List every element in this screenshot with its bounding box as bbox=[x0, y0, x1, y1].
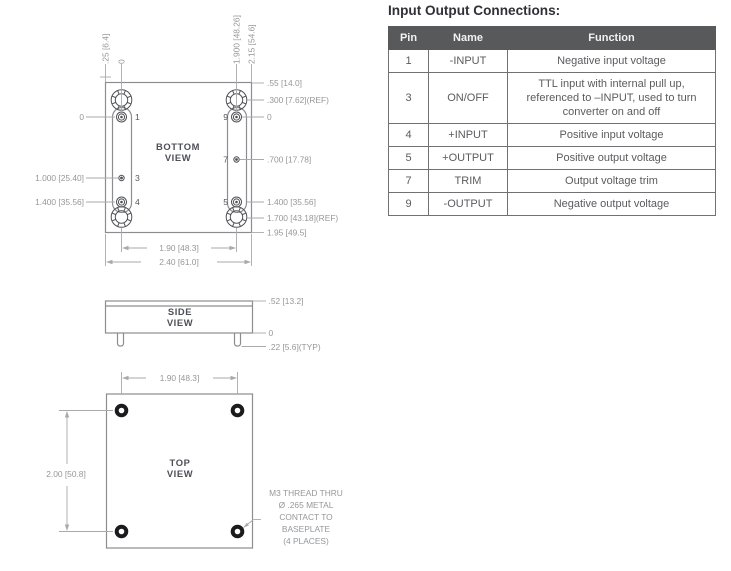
table-row: 9 -OUTPUT Negative output voltage bbox=[388, 191, 716, 216]
pin-number: 4 bbox=[135, 197, 140, 207]
table-row: 5 +OUTPUT Positive output voltage bbox=[388, 145, 716, 170]
pin-cell: 1 bbox=[388, 49, 429, 73]
table-row: 3 ON/OFF TTL input with internal pull up… bbox=[388, 72, 716, 124]
table-header-row: Pin Name Function bbox=[388, 26, 716, 50]
column-header-function: Function bbox=[507, 26, 716, 50]
function-cell: Negative input voltage bbox=[507, 49, 716, 73]
pin-cell: 5 bbox=[388, 145, 429, 170]
column-header-name: Name bbox=[428, 26, 508, 50]
callout-text: Ø .265 METAL bbox=[279, 500, 334, 510]
dim-label: .55 [14.0] bbox=[267, 78, 302, 88]
function-cell: Negative output voltage bbox=[507, 191, 716, 216]
pin-5-icon bbox=[231, 196, 242, 208]
name-cell: +OUTPUT bbox=[428, 145, 508, 170]
baseplate-hole-icon bbox=[114, 524, 129, 539]
dim-label: 1.95 [49.5] bbox=[267, 228, 307, 238]
pin-cell: 7 bbox=[388, 168, 429, 193]
bottom-view-title: BOTTOM bbox=[156, 141, 200, 152]
pin-number: 7 bbox=[223, 155, 228, 165]
dim-label: 0 bbox=[117, 59, 127, 64]
dim-label: 2.15 [54.6] bbox=[247, 24, 257, 64]
dim-label: 1.900 [48.26] bbox=[232, 15, 242, 64]
pin-number: 3 bbox=[135, 173, 140, 183]
pin-cell: 3 bbox=[388, 72, 429, 124]
dim-label: 1.90 [48.3] bbox=[159, 243, 199, 253]
table-row: 4 +INPUT Positive input voltage bbox=[388, 122, 716, 147]
section-title: Input Output Connections: bbox=[388, 3, 561, 18]
pin-number: 9 bbox=[223, 112, 228, 122]
function-cell: Positive output voltage bbox=[507, 145, 716, 170]
pin-number: 1 bbox=[135, 112, 140, 122]
function-cell: Positive input voltage bbox=[507, 122, 716, 147]
dim-label: .25 [6.4] bbox=[101, 34, 111, 64]
table-row: 7 TRIM Output voltage trim bbox=[388, 168, 716, 193]
mounting-hole-icon bbox=[110, 206, 133, 228]
mechanical-drawing: BOTTOM VIEW 1 3 4 9 7 5 .25 [6.4] 0 1.90… bbox=[35, 15, 343, 549]
dim-label: 1.90 [48.3] bbox=[160, 373, 200, 383]
baseplate-hole-icon bbox=[230, 524, 245, 539]
pin-3-icon bbox=[118, 174, 125, 182]
pin-4-icon bbox=[116, 196, 127, 208]
dim-label: .52 [13.2] bbox=[269, 296, 304, 306]
dim-label: 1.400 [35.56] bbox=[35, 197, 84, 207]
baseplate-hole-icon bbox=[230, 403, 245, 418]
side-view-drawing: SIDE VIEW .52 [13.2] 0 .22 [5.6](TYP) bbox=[104, 296, 321, 352]
column-header-pin: Pin bbox=[388, 26, 429, 50]
name-cell: -INPUT bbox=[428, 49, 508, 73]
function-cell: TTL input with internal pull up, referen… bbox=[507, 72, 716, 124]
mounting-hole-icon bbox=[225, 206, 248, 228]
top-view-title: TOP bbox=[170, 457, 191, 468]
callout-text: M3 THREAD THRU bbox=[269, 488, 343, 498]
bottom-view-title: VIEW bbox=[165, 152, 191, 163]
dim-label: 1.700 [43.18](REF) bbox=[267, 213, 338, 223]
dim-label: .300 [7.62](REF) bbox=[267, 95, 329, 105]
dim-label: 2.40 [61.0] bbox=[159, 257, 199, 267]
top-view-title: VIEW bbox=[167, 468, 193, 479]
io-connections-section: Input Output Connections: Pin Name Funct… bbox=[388, 3, 720, 216]
name-cell: -OUTPUT bbox=[428, 191, 508, 216]
dim-label: .22 [5.6](TYP) bbox=[269, 342, 321, 352]
dim-label: 1.000 [25.40] bbox=[35, 173, 84, 183]
pin-9-icon bbox=[231, 111, 242, 123]
name-cell: +INPUT bbox=[428, 122, 508, 147]
side-view-title: SIDE bbox=[168, 306, 192, 317]
dim-label: 2.00 [50.8] bbox=[46, 469, 86, 479]
top-view-drawing: TOP VIEW 1.90 [48.3] 2.00 [50.8] M3 THRE… bbox=[46, 372, 343, 549]
io-connections-table: Pin Name Function 1 -INPUT Negative inpu… bbox=[388, 26, 716, 216]
dim-label: 1.400 [35.56] bbox=[267, 197, 316, 207]
pin-cell: 4 bbox=[388, 122, 429, 147]
dim-label: 0 bbox=[267, 112, 272, 122]
table-row: 1 -INPUT Negative input voltage bbox=[388, 49, 716, 73]
side-view-title: VIEW bbox=[167, 317, 193, 328]
dim-label: .700 [17.78] bbox=[267, 155, 311, 165]
pin-cell: 9 bbox=[388, 191, 429, 216]
dim-label: 0 bbox=[79, 112, 84, 122]
callout-text: BASEPLATE bbox=[282, 524, 331, 534]
function-cell: Output voltage trim bbox=[507, 168, 716, 193]
callout-text: CONTACT TO bbox=[279, 512, 333, 522]
baseplate-hole-icon bbox=[114, 403, 129, 418]
pin-number: 5 bbox=[223, 197, 228, 207]
bottom-view-drawing: BOTTOM VIEW 1 3 4 9 7 5 .25 [6.4] 0 1.90… bbox=[35, 15, 338, 267]
pin-1-icon bbox=[116, 111, 127, 123]
callout-text: (4 PLACES) bbox=[283, 536, 329, 546]
pin-7-icon bbox=[233, 156, 240, 163]
dim-label: 0 bbox=[269, 328, 274, 338]
name-cell: ON/OFF bbox=[428, 72, 508, 124]
name-cell: TRIM bbox=[428, 168, 508, 193]
